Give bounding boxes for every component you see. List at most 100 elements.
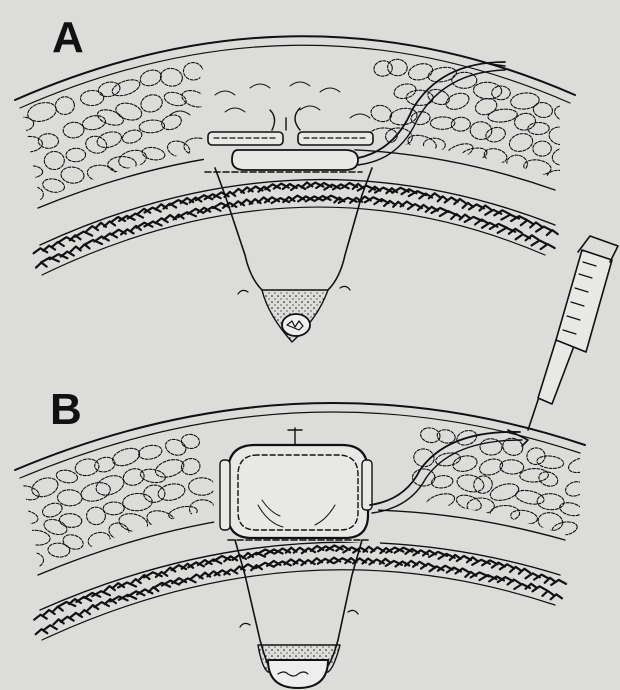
muscle-fiber [92, 591, 110, 596]
fat-cell [510, 92, 540, 111]
fat-cell [473, 82, 502, 100]
fat-cell [160, 112, 184, 132]
fat-cell [532, 101, 553, 119]
syringe-icon [528, 236, 618, 430]
muscle-fiber [429, 193, 440, 198]
fat-cell [163, 437, 188, 458]
muscle-fiber [61, 252, 74, 257]
muscle-band-a [40, 180, 555, 245]
fat-cell [95, 129, 123, 150]
fat-cell [29, 475, 60, 500]
fat-cell [139, 119, 165, 133]
fat-cell [490, 505, 520, 521]
fat-cell [139, 467, 166, 484]
fat-cell [393, 82, 418, 101]
fat-cell [500, 459, 525, 474]
fat-cell [23, 187, 43, 203]
fat-cell [138, 68, 163, 89]
fat-cell [488, 481, 520, 503]
fat-cell [63, 122, 85, 139]
fat-cell [66, 148, 86, 162]
fat-cell [23, 552, 44, 568]
fat-cell [484, 125, 507, 144]
fat-cell [551, 146, 577, 167]
panel-label-b: B [50, 388, 82, 432]
fat-cell [42, 517, 69, 537]
fat-cell [93, 472, 126, 499]
fat-cell [55, 468, 78, 484]
fat-cell [159, 67, 183, 88]
fat-cell [166, 139, 192, 160]
muscle-fiber [542, 591, 553, 596]
fat-cell [22, 529, 51, 546]
fat-cell [42, 177, 66, 194]
fat-cell [520, 468, 549, 482]
fat-cell [501, 436, 525, 458]
muscle-fiber [118, 583, 136, 588]
fat-cell [180, 433, 200, 449]
fat-cell [444, 90, 471, 112]
fat-cell [121, 466, 145, 487]
fat-cell [564, 479, 587, 498]
fat-cell [424, 491, 456, 512]
fat-cell [188, 478, 215, 496]
muscle-fiber [521, 220, 534, 225]
muscle-fiber [43, 625, 56, 630]
fat-cell [81, 114, 106, 132]
fat-cell [552, 102, 585, 127]
fat-cell [507, 131, 534, 154]
fat-cell [117, 511, 149, 534]
fat-cell [108, 156, 137, 172]
fat-cell [406, 132, 438, 154]
muscle-fiber [84, 240, 102, 245]
fat-cell [137, 443, 163, 461]
fat-cell [103, 502, 124, 515]
fat-cell [536, 455, 564, 470]
muscle-fiber [75, 232, 92, 237]
suspension-funnel-b [235, 540, 362, 688]
fat-cell [80, 90, 104, 106]
muscle-fiber [536, 227, 552, 232]
fat-cell [86, 506, 107, 526]
muscle-fiber [526, 584, 537, 589]
fat-cell [548, 126, 573, 146]
fat-cell [84, 134, 109, 155]
fat-cell [435, 451, 462, 467]
fat-cell [47, 542, 70, 558]
muscle-fiber [145, 208, 161, 213]
fat-cell [510, 509, 539, 526]
muscle-fiber [103, 233, 117, 238]
fat-cell [423, 138, 445, 152]
fat-cell [157, 482, 187, 503]
fat-cell [87, 164, 117, 183]
fat-cell [407, 61, 435, 82]
fat-cell [431, 475, 454, 489]
fat-cell [551, 520, 578, 537]
muscle-fiber [104, 221, 115, 226]
muscle-fiber [547, 230, 558, 235]
fat-cell [13, 483, 40, 502]
muscle-fiber [128, 214, 143, 219]
fat-cell [139, 92, 164, 114]
fat-cell [426, 87, 452, 107]
fat-cell [369, 103, 393, 124]
fat-cell [74, 457, 100, 477]
fat-cell [547, 169, 573, 185]
fat-cell [59, 513, 83, 529]
fat-cell [145, 508, 178, 533]
fat-cell [163, 90, 188, 108]
fat-cell [389, 106, 419, 126]
fat-cell [537, 469, 560, 488]
fat-cell [87, 531, 112, 550]
fat-cell [452, 454, 479, 474]
fat-cell [537, 511, 564, 532]
fat-cell [460, 146, 488, 162]
fat-cell [478, 456, 505, 477]
fat-cell [17, 166, 43, 178]
fat-cell [60, 166, 85, 184]
fat-cell [567, 455, 596, 475]
fat-cell [189, 499, 215, 518]
fat-cell [444, 141, 475, 163]
muscle-fiber [57, 602, 75, 607]
